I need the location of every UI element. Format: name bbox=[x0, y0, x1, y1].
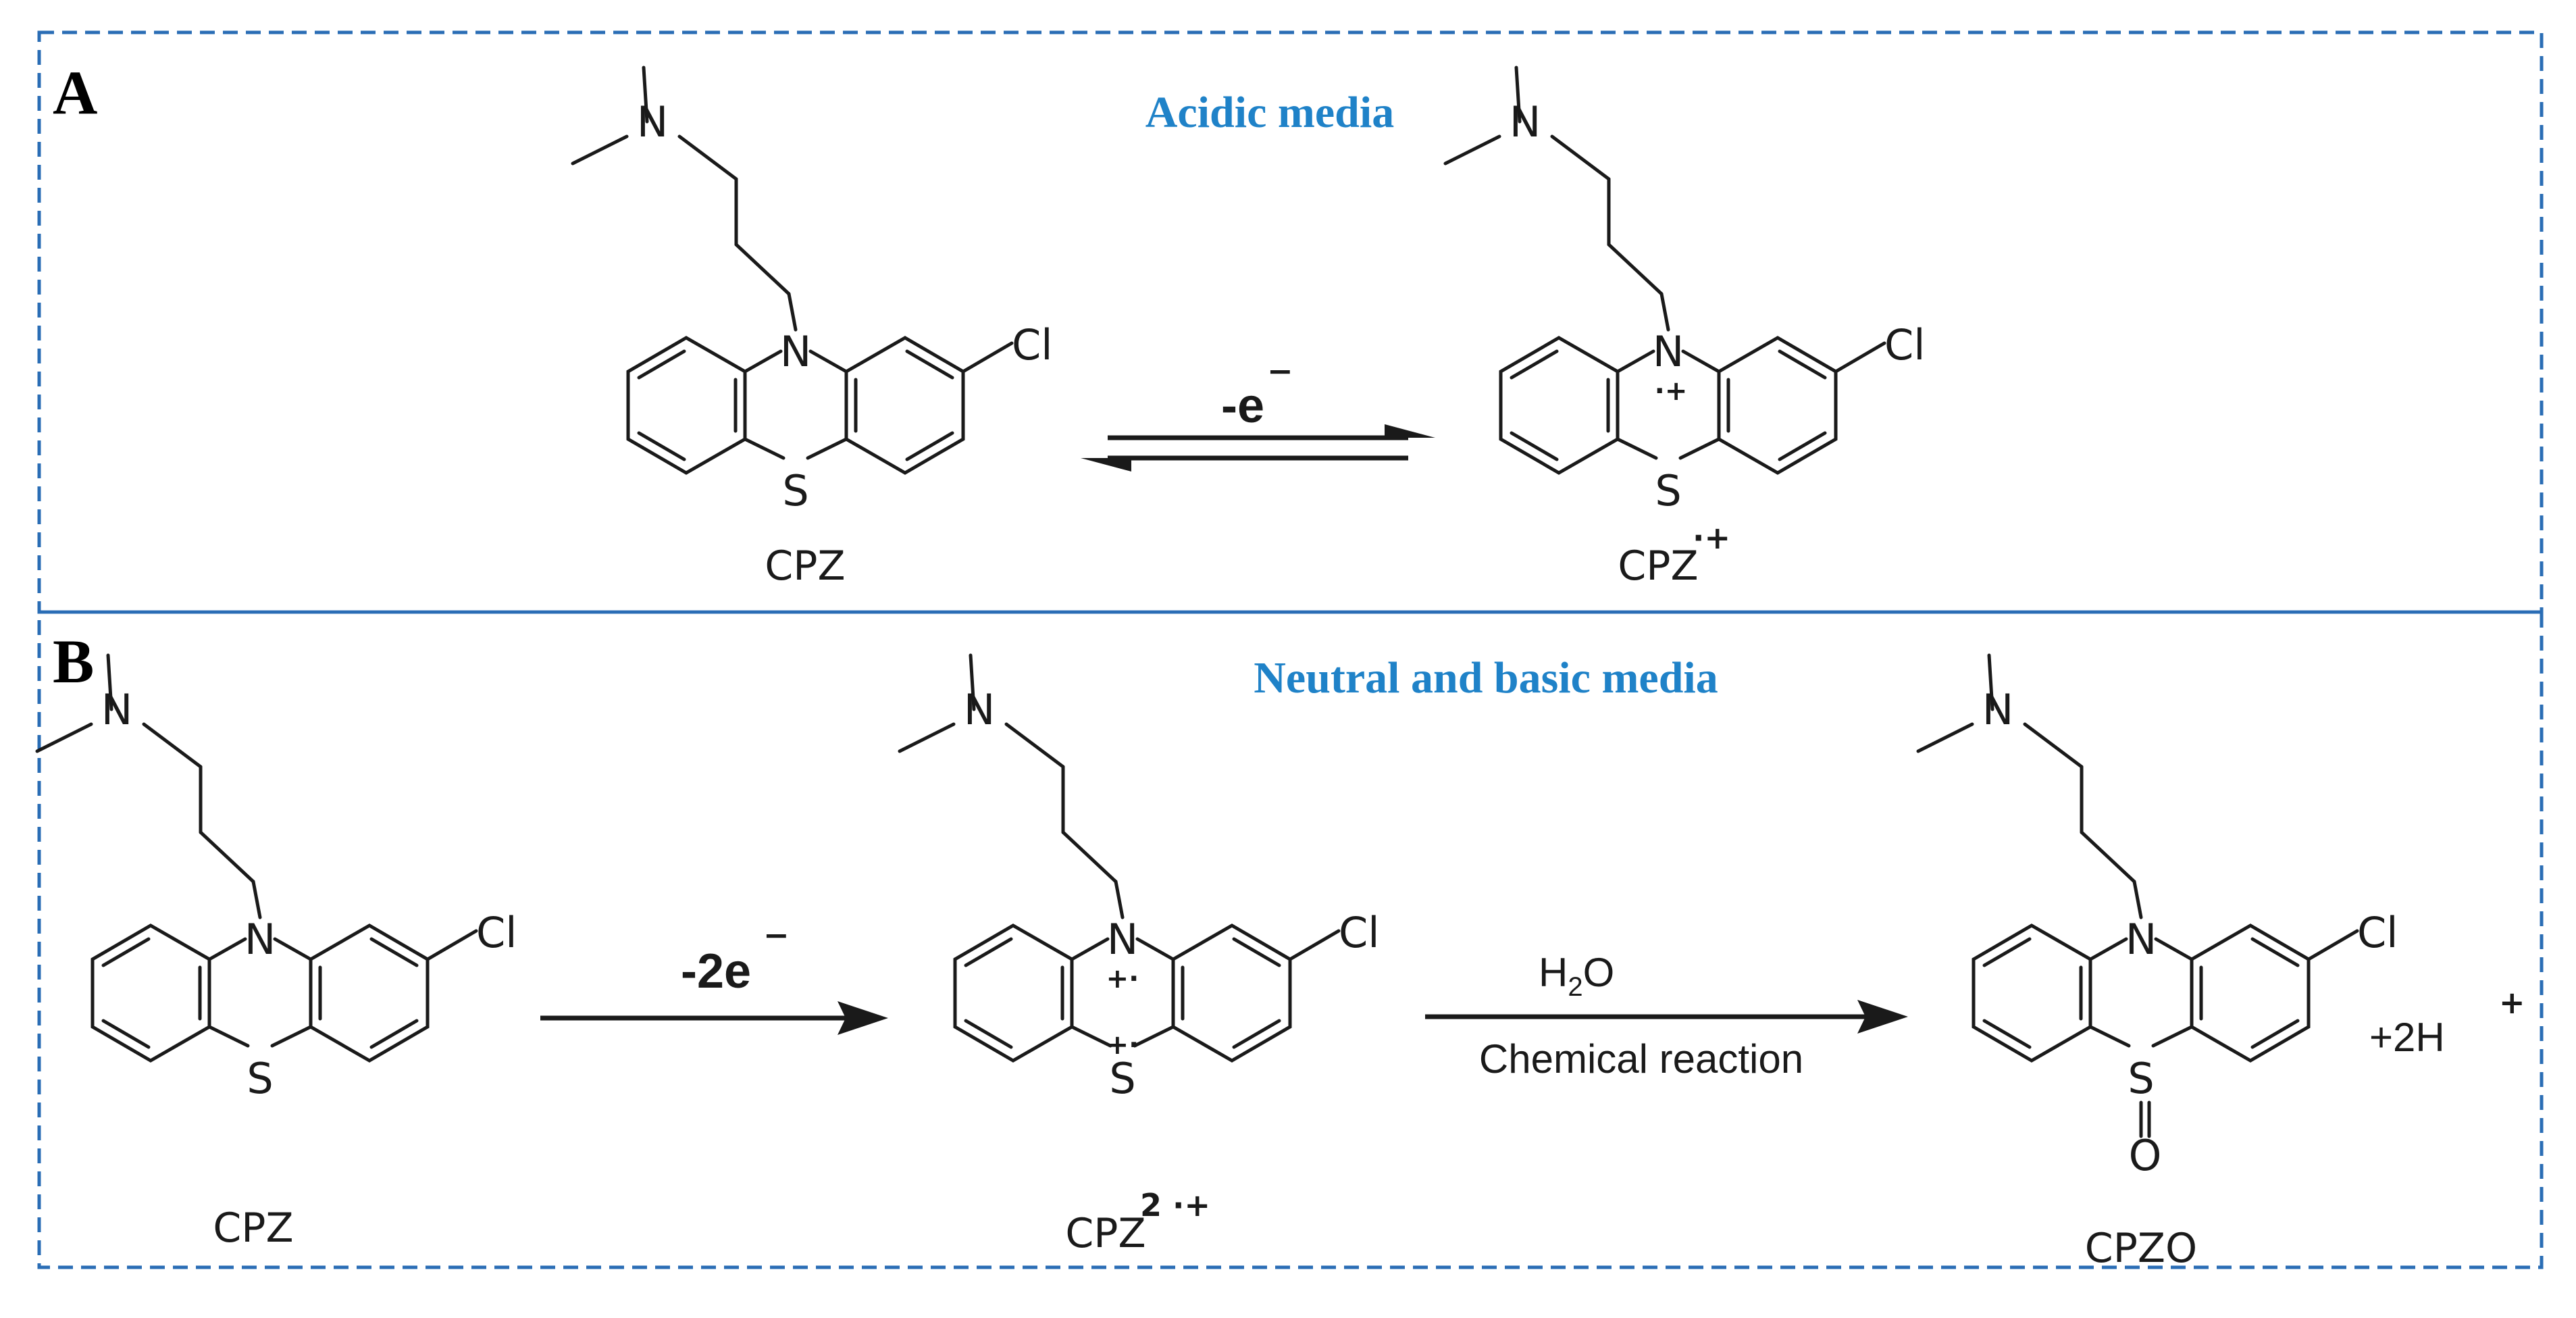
panel-b-letter: B bbox=[53, 627, 94, 696]
n-atom-label: N bbox=[244, 915, 276, 964]
n-atom-label: N bbox=[1653, 327, 1684, 376]
s-atom-label: S bbox=[247, 1054, 273, 1103]
panel-a-letter: A bbox=[53, 58, 97, 127]
s-charge: +· bbox=[1106, 1030, 1139, 1061]
panel-b-product-label: CPZO bbox=[2085, 1225, 2197, 1272]
panel-a-frame bbox=[37, 30, 2544, 614]
cl-atom-label: Cl bbox=[476, 908, 517, 957]
cpz-structure-a-product: N ·+ S Cl N bbox=[1445, 68, 1926, 515]
panel-b-byproduct: +2H bbox=[2369, 1015, 2445, 1060]
panel-b-arrow2-bottom-label: Chemical reaction bbox=[1479, 1036, 1803, 1082]
n-radical-cation-charge: ·+ bbox=[1655, 376, 1688, 407]
panel-a-product-label: CPZ bbox=[1618, 542, 1698, 590]
n-atom-label: N bbox=[780, 327, 811, 376]
panel-b-arrow1-label-sup: − bbox=[763, 917, 790, 953]
panel-a-media-label: Acidic media bbox=[1145, 88, 1394, 137]
cpzo-structure-b-product: N S O Cl N bbox=[1918, 655, 2398, 1180]
n-atom-label: N bbox=[2126, 915, 2157, 964]
panel-b-arrow1-label: -2e bbox=[681, 944, 751, 998]
panel-b-intermediate-charge: 2 ·+ bbox=[1140, 1187, 1210, 1223]
panel-a-reactant-label: CPZ bbox=[765, 542, 845, 590]
cpz-structure-b-reactant: N S Cl N bbox=[37, 655, 517, 1103]
oxo-atom-label: O bbox=[2129, 1131, 2162, 1180]
hydration-arrow bbox=[1425, 1000, 1908, 1034]
panel-b-intermediate-label: CPZ bbox=[1065, 1210, 1145, 1257]
panel-b-byproduct-sup: + bbox=[2499, 984, 2525, 1021]
equilibrium-arrow bbox=[1081, 424, 1435, 472]
amine-n-atom-label: N bbox=[1982, 685, 2013, 734]
panel-b-frame bbox=[37, 610, 2544, 1269]
panel-b-media-label: Neutral and basic media bbox=[1254, 653, 1718, 703]
n-atom-label: N bbox=[1107, 915, 1138, 964]
cl-atom-label: Cl bbox=[1339, 908, 1380, 957]
panel-b-arrow2-top-label: H2O bbox=[1539, 950, 1614, 1002]
s-atom-label: S bbox=[1655, 466, 1681, 515]
s-atom-label: S bbox=[2128, 1054, 2154, 1103]
cpz-structure-a-reactant: N S Cl N bbox=[573, 68, 1053, 515]
cl-atom-label: Cl bbox=[1884, 320, 1926, 370]
amine-n-atom-label: N bbox=[637, 97, 668, 147]
amine-n-atom-label: N bbox=[1510, 97, 1541, 147]
panel-b-reactant-label: CPZ bbox=[213, 1205, 293, 1252]
panel-a-arrow-label: -e bbox=[1221, 379, 1264, 433]
amine-n-atom-label: N bbox=[964, 685, 995, 734]
n-charge: +· bbox=[1106, 963, 1139, 994]
s-atom-label: S bbox=[1109, 1054, 1135, 1103]
cl-atom-label: Cl bbox=[2357, 908, 2398, 957]
amine-n-atom-label: N bbox=[101, 685, 132, 734]
oxidation-arrow bbox=[540, 1001, 888, 1035]
cpz-structure-b-intermediate: N +· +· S Cl N bbox=[900, 655, 1380, 1103]
s-atom-label: S bbox=[782, 466, 808, 515]
panel-a-product-charge: ·+ bbox=[1693, 519, 1730, 556]
cl-atom-label: Cl bbox=[1012, 320, 1053, 370]
panel-a-arrow-label-sup: − bbox=[1267, 353, 1293, 389]
